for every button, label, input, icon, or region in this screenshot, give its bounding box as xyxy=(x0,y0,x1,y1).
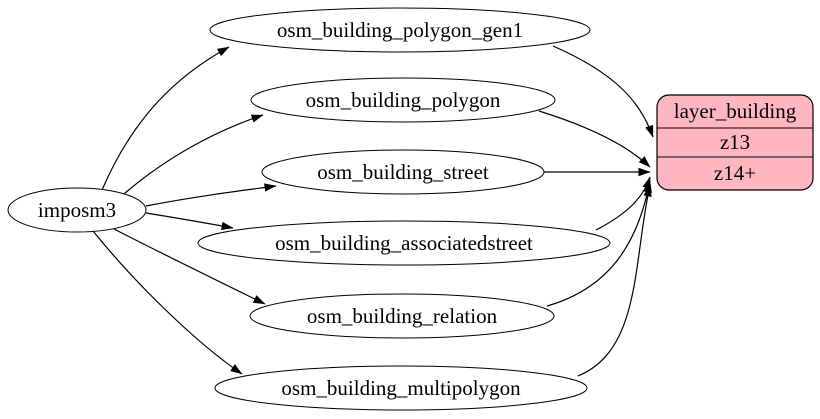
node-osm-building-multipolygon: osm_building_multipolygon xyxy=(214,365,588,411)
edge-polygon-to-layer-z14 xyxy=(538,110,651,168)
edge-polygon-gen1-to-layer-z13 xyxy=(552,45,654,138)
edge-imposm3-to-relation xyxy=(113,228,266,305)
node-osm-building-polygon: osm_building_polygon xyxy=(250,77,556,123)
node-osm-building-street-label: osm_building_street xyxy=(317,160,489,184)
node-layer-building-shape xyxy=(656,94,814,191)
edge-imposm3-to-associatedstreet xyxy=(145,212,234,231)
node-imposm3-label: imposm3 xyxy=(38,198,116,222)
node-osm-building-polygon-gen1: osm_building_polygon_gen1 xyxy=(209,7,591,53)
node-osm-building-associatedstreet-shape xyxy=(197,220,611,266)
edges-group xyxy=(92,45,654,377)
node-layer-building-title: layer_building xyxy=(674,99,797,123)
node-osm-building-polygon-gen1-label: osm_building_polygon_gen1 xyxy=(277,18,523,42)
node-osm-building-street: osm_building_street xyxy=(261,149,545,195)
node-osm-building-multipolygon-shape xyxy=(214,365,588,411)
edge-imposm3-to-street xyxy=(145,183,277,207)
node-osm-building-multipolygon-label: osm_building_multipolygon xyxy=(281,376,521,400)
node-osm-building-polygon-gen1-shape xyxy=(209,7,591,53)
edge-imposm3-to-polygon xyxy=(123,114,264,195)
node-osm-building-associatedstreet-label: osm_building_associatedstreet xyxy=(275,231,533,255)
edge-imposm3-to-polygon-gen1 xyxy=(101,46,230,191)
node-layer-building: layer_building z13 z14+ xyxy=(656,94,814,191)
node-layer-building-row-z13: z13 xyxy=(720,130,750,154)
nodes-group: imposm3 osm_building_polygon_gen1 osm_bu… xyxy=(7,7,611,411)
node-osm-building-polygon-shape xyxy=(250,77,556,123)
node-osm-building-relation: osm_building_relation xyxy=(249,293,555,339)
edge-associatedstreet-to-layer-z14 xyxy=(595,176,651,231)
edge-multipolygon-to-layer-z14 xyxy=(577,184,652,377)
node-imposm3-shape xyxy=(7,187,147,233)
node-layer-building-row-z14: z14+ xyxy=(714,161,756,185)
edge-relation-to-layer-z14 xyxy=(546,180,652,307)
node-osm-building-polygon-label: osm_building_polygon xyxy=(306,88,501,112)
node-imposm3: imposm3 xyxy=(7,187,147,233)
edge-imposm3-to-multipolygon xyxy=(92,230,243,375)
node-osm-building-relation-shape xyxy=(249,293,555,339)
node-osm-building-relation-label: osm_building_relation xyxy=(307,304,498,328)
node-osm-building-associatedstreet: osm_building_associatedstreet xyxy=(197,220,611,266)
